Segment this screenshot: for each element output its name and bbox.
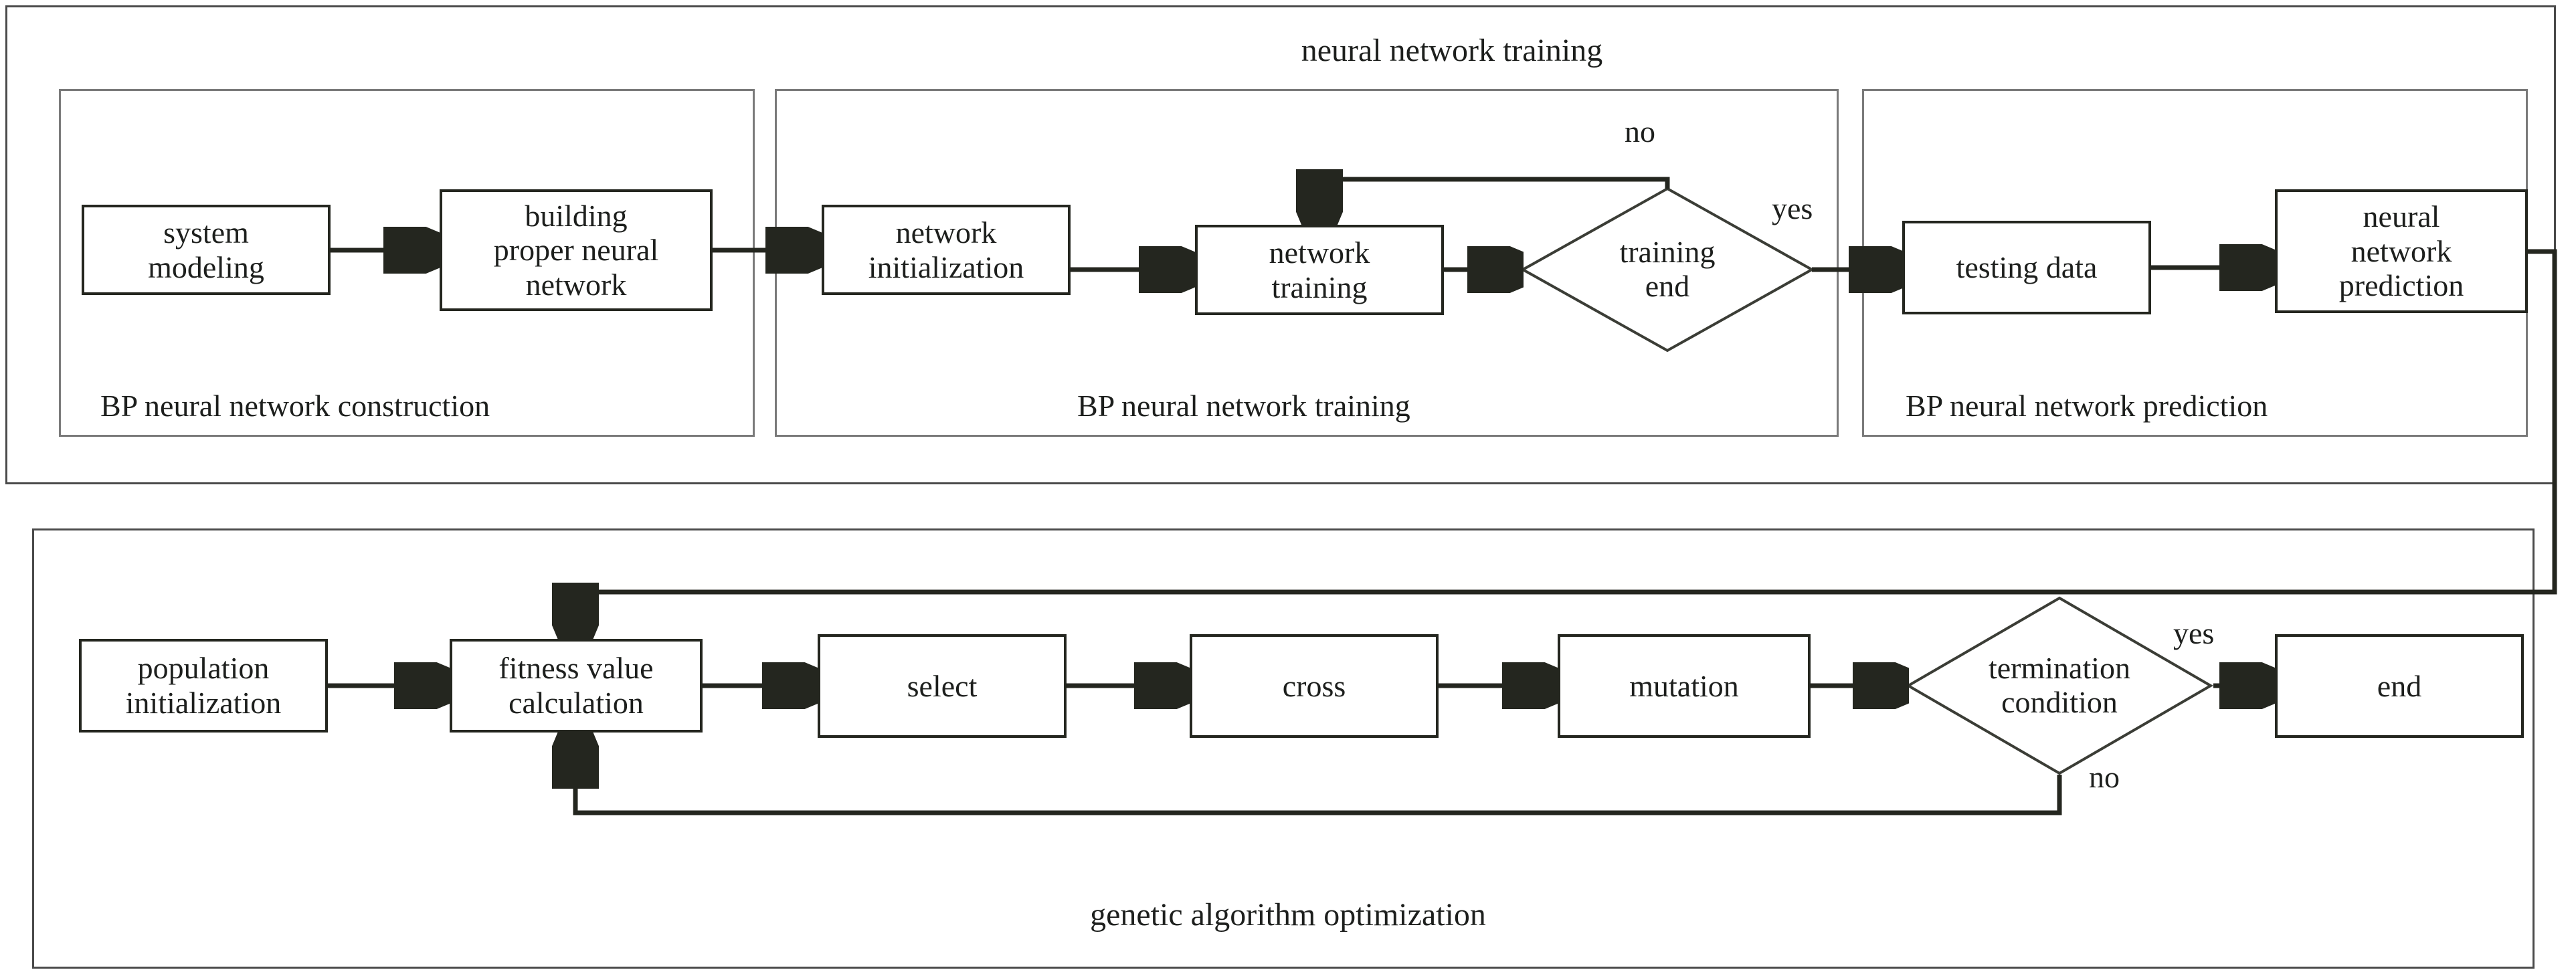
node-building-line2: proper neural <box>493 233 659 268</box>
edge-label-yes-bottom: yes <box>2173 616 2215 650</box>
bp-training-label: BP neural network training <box>1077 389 1410 423</box>
top-section-title: neural network training <box>1301 33 1603 68</box>
edge-label-yes-top: yes <box>1772 191 1813 225</box>
node-fitness-line1: fitness value <box>498 651 654 686</box>
node-end[interactable]: end <box>2275 634 2524 738</box>
node-prediction-line3: prediction <box>2338 268 2464 303</box>
node-population-initialization[interactable]: population initialization <box>79 639 328 733</box>
node-network-initialization[interactable]: network initialization <box>822 205 1071 295</box>
node-network-training-line1: network <box>1269 235 1370 270</box>
bp-prediction-label: BP neural network prediction <box>1906 389 2268 423</box>
edge-label-no-top: no <box>1625 114 1655 149</box>
node-system-modeling-line1: system <box>163 215 249 250</box>
node-system-modeling[interactable]: system modeling <box>82 205 331 295</box>
node-network-initialization-line2: initialization <box>868 250 1024 284</box>
decision-training-end[interactable]: training end <box>1520 186 1815 353</box>
decision-training-end-line1: training <box>1619 235 1716 270</box>
decision-termination-line1: termination <box>1988 651 2131 686</box>
node-building-proper-neural-network[interactable]: building proper neural network <box>440 189 713 311</box>
node-building-line1: building <box>525 198 628 233</box>
node-prediction-line2: network <box>2351 233 2452 268</box>
node-select-label: select <box>907 668 978 703</box>
decision-termination-line2: condition <box>2001 685 2118 719</box>
node-cross[interactable]: cross <box>1190 634 1439 738</box>
bp-construction-label: BP neural network construction <box>100 389 490 423</box>
node-network-training-line2: training <box>1271 270 1368 304</box>
node-network-training[interactable]: network training <box>1195 225 1444 315</box>
node-mutation[interactable]: mutation <box>1558 634 1811 738</box>
node-network-initialization-line1: network <box>895 215 997 250</box>
node-population-line1: population <box>137 651 270 686</box>
node-fitness-line2: calculation <box>509 686 644 720</box>
node-population-line2: initialization <box>125 686 282 720</box>
node-mutation-label: mutation <box>1629 668 1739 703</box>
node-cross-label: cross <box>1282 668 1346 703</box>
node-testing-data-label: testing data <box>1956 250 2098 285</box>
node-system-modeling-line2: modeling <box>148 250 264 284</box>
decision-termination-condition[interactable]: termination condition <box>1906 595 2213 776</box>
node-end-label: end <box>2377 668 2422 703</box>
decision-training-end-line2: end <box>1645 269 1690 303</box>
edge-label-no-bottom: no <box>2089 760 2120 794</box>
bottom-section-title: genetic algorithm optimization <box>1090 897 1486 933</box>
node-select[interactable]: select <box>818 634 1067 738</box>
node-building-line3: network <box>525 267 627 302</box>
node-neural-network-prediction[interactable]: neural network prediction <box>2275 189 2528 313</box>
node-fitness-value-calculation[interactable]: fitness value calculation <box>450 639 703 733</box>
node-testing-data[interactable]: testing data <box>1902 221 2151 314</box>
node-prediction-line1: neural <box>2363 199 2440 234</box>
